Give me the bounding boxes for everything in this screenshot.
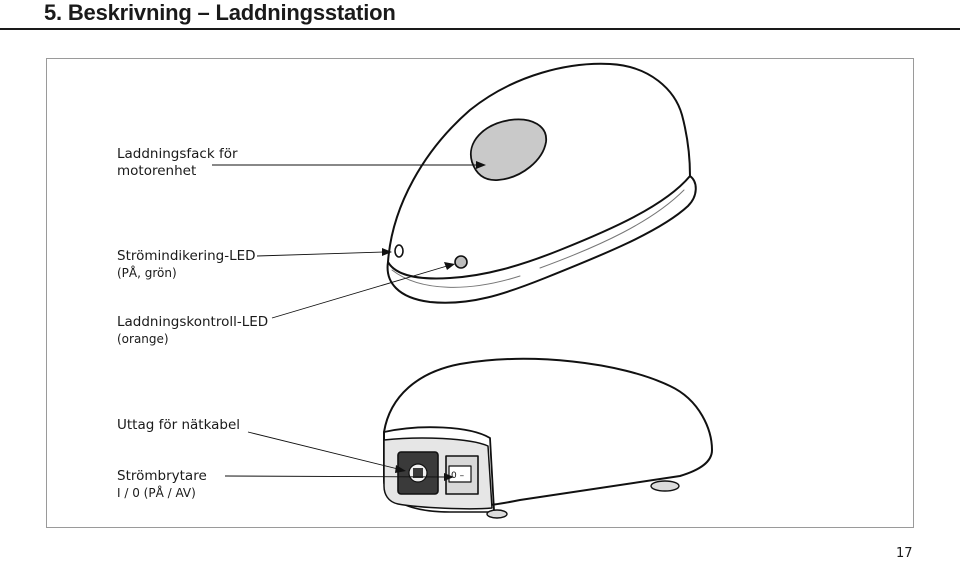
- charge-led-shape: [454, 255, 468, 269]
- label-power-led-line1: Strömindikering-LED: [117, 248, 256, 264]
- label-power-led-line2: (PÅ, grön): [117, 266, 177, 280]
- label-switch-line2: I / 0 (PÅ / AV): [117, 486, 196, 500]
- station-top-shell: [387, 62, 691, 280]
- label-compartment-line2: motorenhet: [117, 163, 197, 179]
- label-power-switch: Strömbrytare I / 0 (PÅ / AV): [117, 468, 207, 502]
- label-charge-led-line1: Laddningskontroll-LED: [117, 314, 269, 330]
- label-power-led: Strömindikering-LED (PÅ, grön): [117, 248, 256, 282]
- label-compartment-line1: Laddningsfack för: [117, 146, 238, 162]
- label-charge-led: Laddningskontroll-LED (orange): [117, 314, 268, 348]
- switch-glyph: 0 –: [451, 471, 465, 481]
- page-number: 17: [896, 546, 913, 561]
- figure-frame: [46, 58, 914, 528]
- label-charging-compartment: Laddningsfack för motorenhet: [117, 146, 238, 180]
- title-divider: [0, 28, 960, 30]
- label-charge-led-line2: (orange): [117, 332, 169, 346]
- charging-compartment-shape: [469, 118, 547, 181]
- label-socket-text: Uttag för nätkabel: [117, 417, 241, 433]
- label-switch-line1: Strömbrytare: [117, 468, 207, 484]
- power-led-shape: [394, 244, 404, 258]
- page-title: 5. Beskrivning – Laddningsstation: [44, 0, 396, 25]
- label-power-socket: Uttag för nätkabel: [117, 417, 240, 434]
